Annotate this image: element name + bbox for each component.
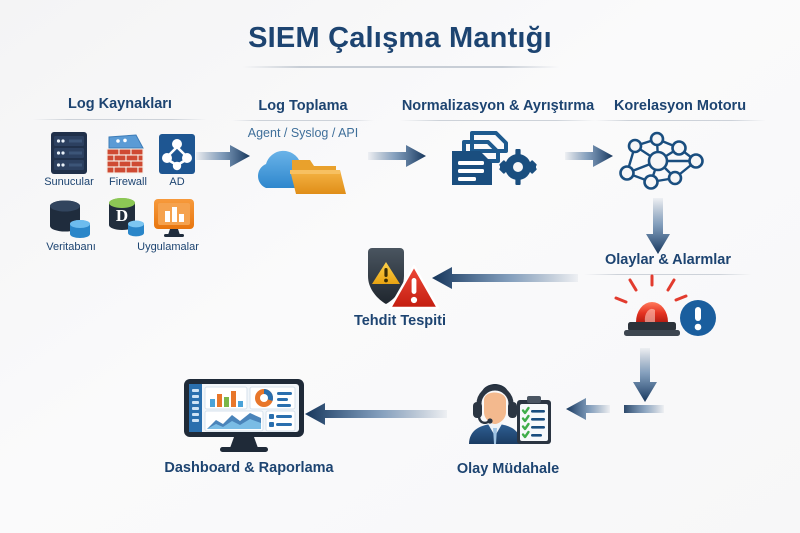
arrow-correlation-to-events	[645, 198, 671, 254]
arrow-collection-to-normalization	[368, 143, 426, 169]
siren-alert-icon	[614, 274, 716, 336]
cloud-folder-icon	[258, 150, 346, 194]
section-divider-log-collection	[232, 120, 374, 121]
icon-node-ad	[157, 133, 197, 175]
arrow-into-incident-response	[566, 396, 610, 422]
arrow-events-to-threat	[432, 265, 578, 291]
analyst-headset-clipboard-icon	[469, 384, 551, 444]
title-divider	[243, 66, 559, 68]
icon-label-firewall: Firewall	[109, 176, 147, 188]
caption-threat-detection: Tehdit Tespiti	[353, 313, 447, 329]
icon-label-veritabani: Veritabanı	[46, 241, 96, 253]
application-db-icon: D	[109, 198, 144, 237]
icon-node-sunucular	[47, 130, 91, 176]
arrow-sources-to-collection	[196, 143, 250, 169]
documents-gear-icon	[452, 131, 537, 185]
icon-node-events-alarms	[614, 274, 718, 340]
arrow-normalization-to-correlation	[565, 143, 613, 169]
icon-node-uygulamalar	[152, 197, 196, 239]
monitor-charts-icon	[184, 379, 304, 452]
section-header-log-collection: Log Toplama	[258, 98, 348, 114]
icon-node-log-collection	[244, 146, 354, 200]
section-header-log-sources: Log Kaynakları	[68, 96, 172, 112]
page-title: SIEM Çalışma Mantığı	[248, 22, 552, 54]
section-divider-log-sources	[33, 119, 207, 120]
icon-node-veritabani	[46, 198, 94, 240]
arrow-events-to-response	[632, 348, 658, 402]
connector-events-to-response-row	[600, 396, 664, 422]
server-rack-icon	[51, 132, 87, 174]
icon-node-correlation	[613, 130, 707, 192]
shield-warning-icon	[368, 248, 440, 310]
caption-dashboard: Dashboard & Raporlama	[164, 460, 334, 476]
icon-node-uygulamalar-db: D	[104, 196, 150, 240]
svg-text:D: D	[116, 206, 128, 225]
arrow-response-to-dashboard	[305, 401, 447, 427]
section-header-correlation: Korelasyon Motoru	[613, 98, 747, 114]
active-directory-icon	[159, 134, 195, 174]
section-divider-normalization	[400, 120, 596, 121]
icon-label-uygulamalar: Uygulamalar	[137, 241, 199, 253]
icon-node-firewall	[104, 132, 148, 176]
icon-node-dashboard	[182, 377, 306, 455]
icon-node-normalization	[444, 131, 550, 187]
application-monitor-icon	[154, 199, 194, 237]
icon-node-incident-response	[455, 378, 559, 450]
section-header-events-alarms: Olaylar & Alarmlar	[605, 252, 731, 268]
network-nodes-icon	[619, 131, 704, 190]
log-collection-subtitle: Agent / Syslog / API	[247, 126, 359, 140]
icon-node-threat-detection	[352, 246, 440, 312]
caption-incident-response: Olay Müdahale	[456, 461, 560, 477]
firewall-brick-icon	[106, 134, 144, 174]
icon-label-ad: AD	[169, 176, 185, 188]
section-divider-correlation	[594, 120, 766, 121]
section-header-normalization: Normalizasyon & Ayrıştırma	[401, 98, 595, 114]
section-divider-events-alarms	[584, 274, 752, 275]
icon-label-sunucular: Sunucular	[44, 176, 94, 188]
database-cylinder-icon	[50, 200, 90, 238]
